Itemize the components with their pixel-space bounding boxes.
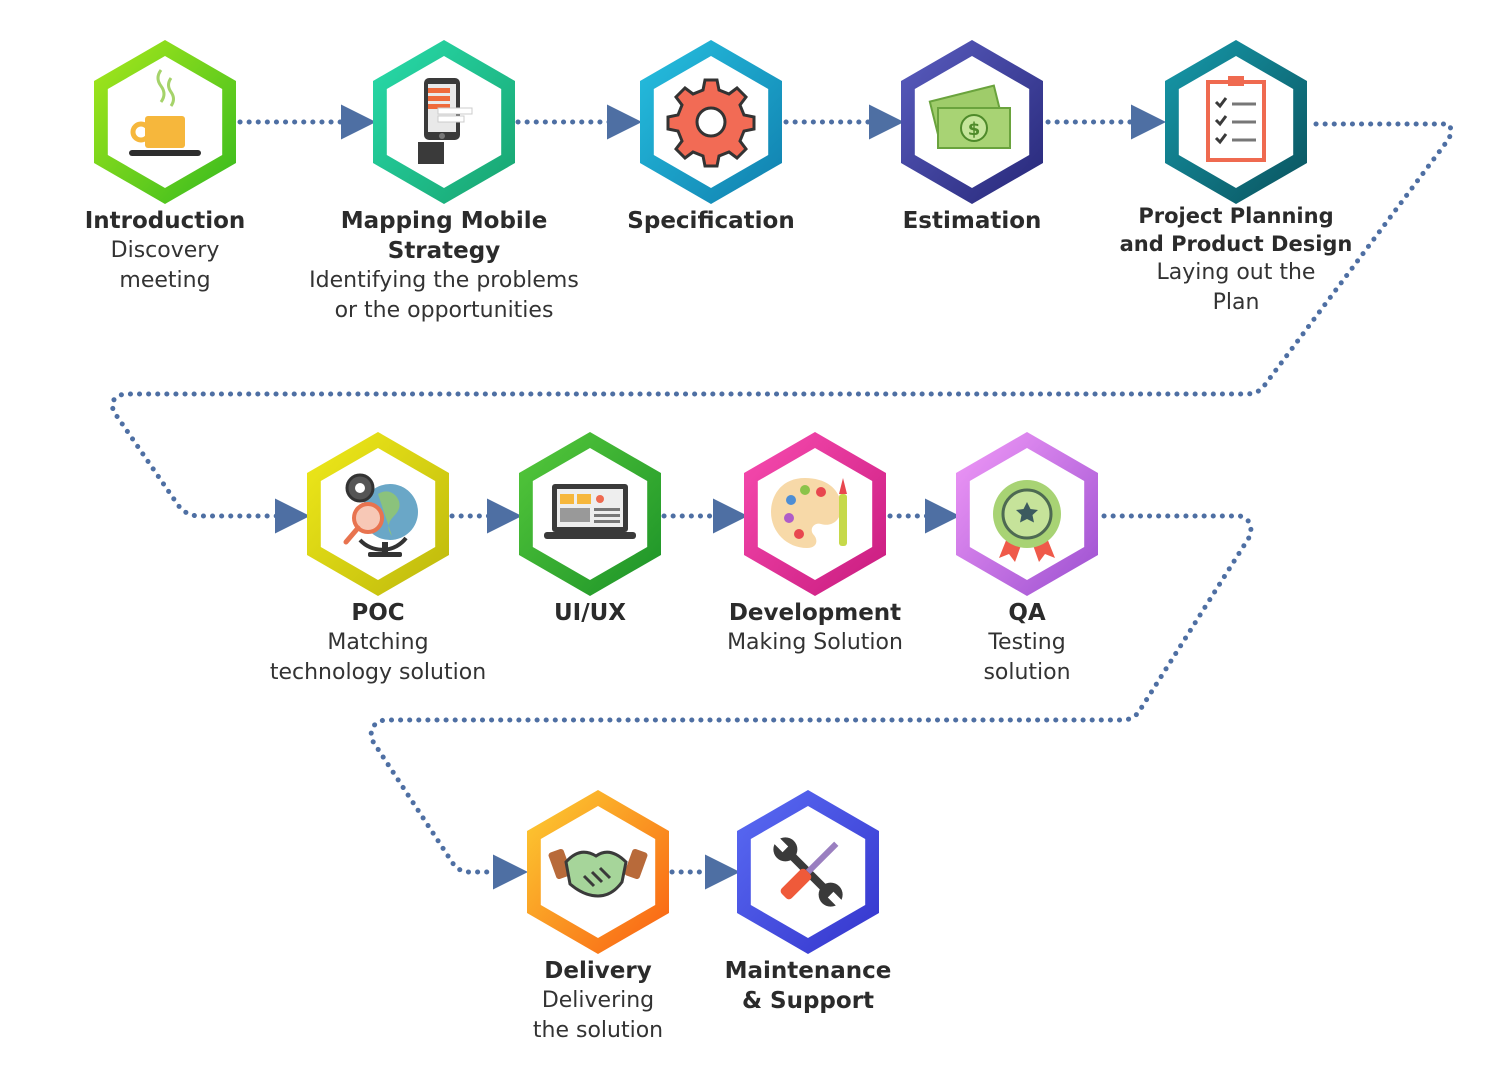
step-title: Development bbox=[728, 600, 902, 626]
step-title: UI/UX bbox=[553, 600, 627, 626]
connector-planning-poc bbox=[109, 121, 1454, 534]
wrench-screwdriver-icon bbox=[772, 836, 844, 908]
globe-search-icon bbox=[343, 473, 418, 557]
step-description: Testing solution bbox=[983, 630, 1071, 685]
step-label-specification: Specification bbox=[627, 206, 794, 236]
step-node-qa bbox=[956, 432, 1098, 596]
step-title: Specification bbox=[627, 208, 795, 234]
step-label-uiux: UI/UX bbox=[554, 598, 626, 628]
step-title: Delivery bbox=[544, 958, 652, 984]
step-node-delivery bbox=[527, 790, 669, 954]
laptop-icon bbox=[544, 484, 636, 539]
step-node-planning bbox=[1165, 40, 1307, 204]
step-label-qa: QA Testing solution bbox=[983, 598, 1070, 688]
coffee-cup-icon bbox=[129, 69, 201, 156]
paint-palette-icon bbox=[771, 478, 847, 548]
connector-qa-delivery bbox=[368, 513, 1254, 890]
step-node-specification bbox=[640, 40, 782, 204]
step-node-uiux bbox=[519, 432, 661, 596]
step-description: Laying out the Plan bbox=[1156, 260, 1316, 315]
svg-text:$: $ bbox=[968, 119, 981, 140]
step-title: Estimation bbox=[902, 208, 1042, 234]
mobile-strategy-icon bbox=[418, 78, 473, 164]
step-description: Delivering the solution bbox=[532, 988, 664, 1043]
step-title: Introduction bbox=[84, 208, 246, 234]
step-title: Mapping Mobile Strategy bbox=[340, 208, 548, 264]
step-node-development bbox=[744, 432, 886, 596]
step-title: QA bbox=[1008, 600, 1046, 626]
step-description: Identifying the problems or the opportun… bbox=[309, 268, 579, 323]
award-badge-icon bbox=[993, 480, 1061, 562]
step-label-maintenance: Maintenance & Support bbox=[725, 956, 892, 1016]
step-label-poc: POC Matching technology solution bbox=[270, 598, 486, 688]
step-description: Making Solution bbox=[727, 630, 903, 655]
clipboard-checklist-icon bbox=[1206, 76, 1266, 162]
step-title: POC bbox=[351, 600, 405, 626]
step-node-mapping bbox=[373, 40, 515, 204]
step-title: Maintenance & Support bbox=[724, 958, 892, 1014]
step-title: Project Planning and Product Design bbox=[1119, 204, 1353, 256]
handshake-icon bbox=[548, 848, 648, 898]
step-node-estimation: $ bbox=[901, 40, 1043, 204]
money-icon: $ bbox=[928, 84, 1011, 149]
step-node-maintenance bbox=[737, 790, 879, 954]
step-node-poc bbox=[307, 432, 449, 596]
gear-icon bbox=[666, 78, 756, 168]
step-label-estimation: Estimation bbox=[903, 206, 1042, 236]
step-description: Discovery meeting bbox=[110, 238, 220, 293]
step-node-introduction bbox=[94, 40, 236, 204]
step-description: Matching technology solution bbox=[269, 630, 487, 685]
